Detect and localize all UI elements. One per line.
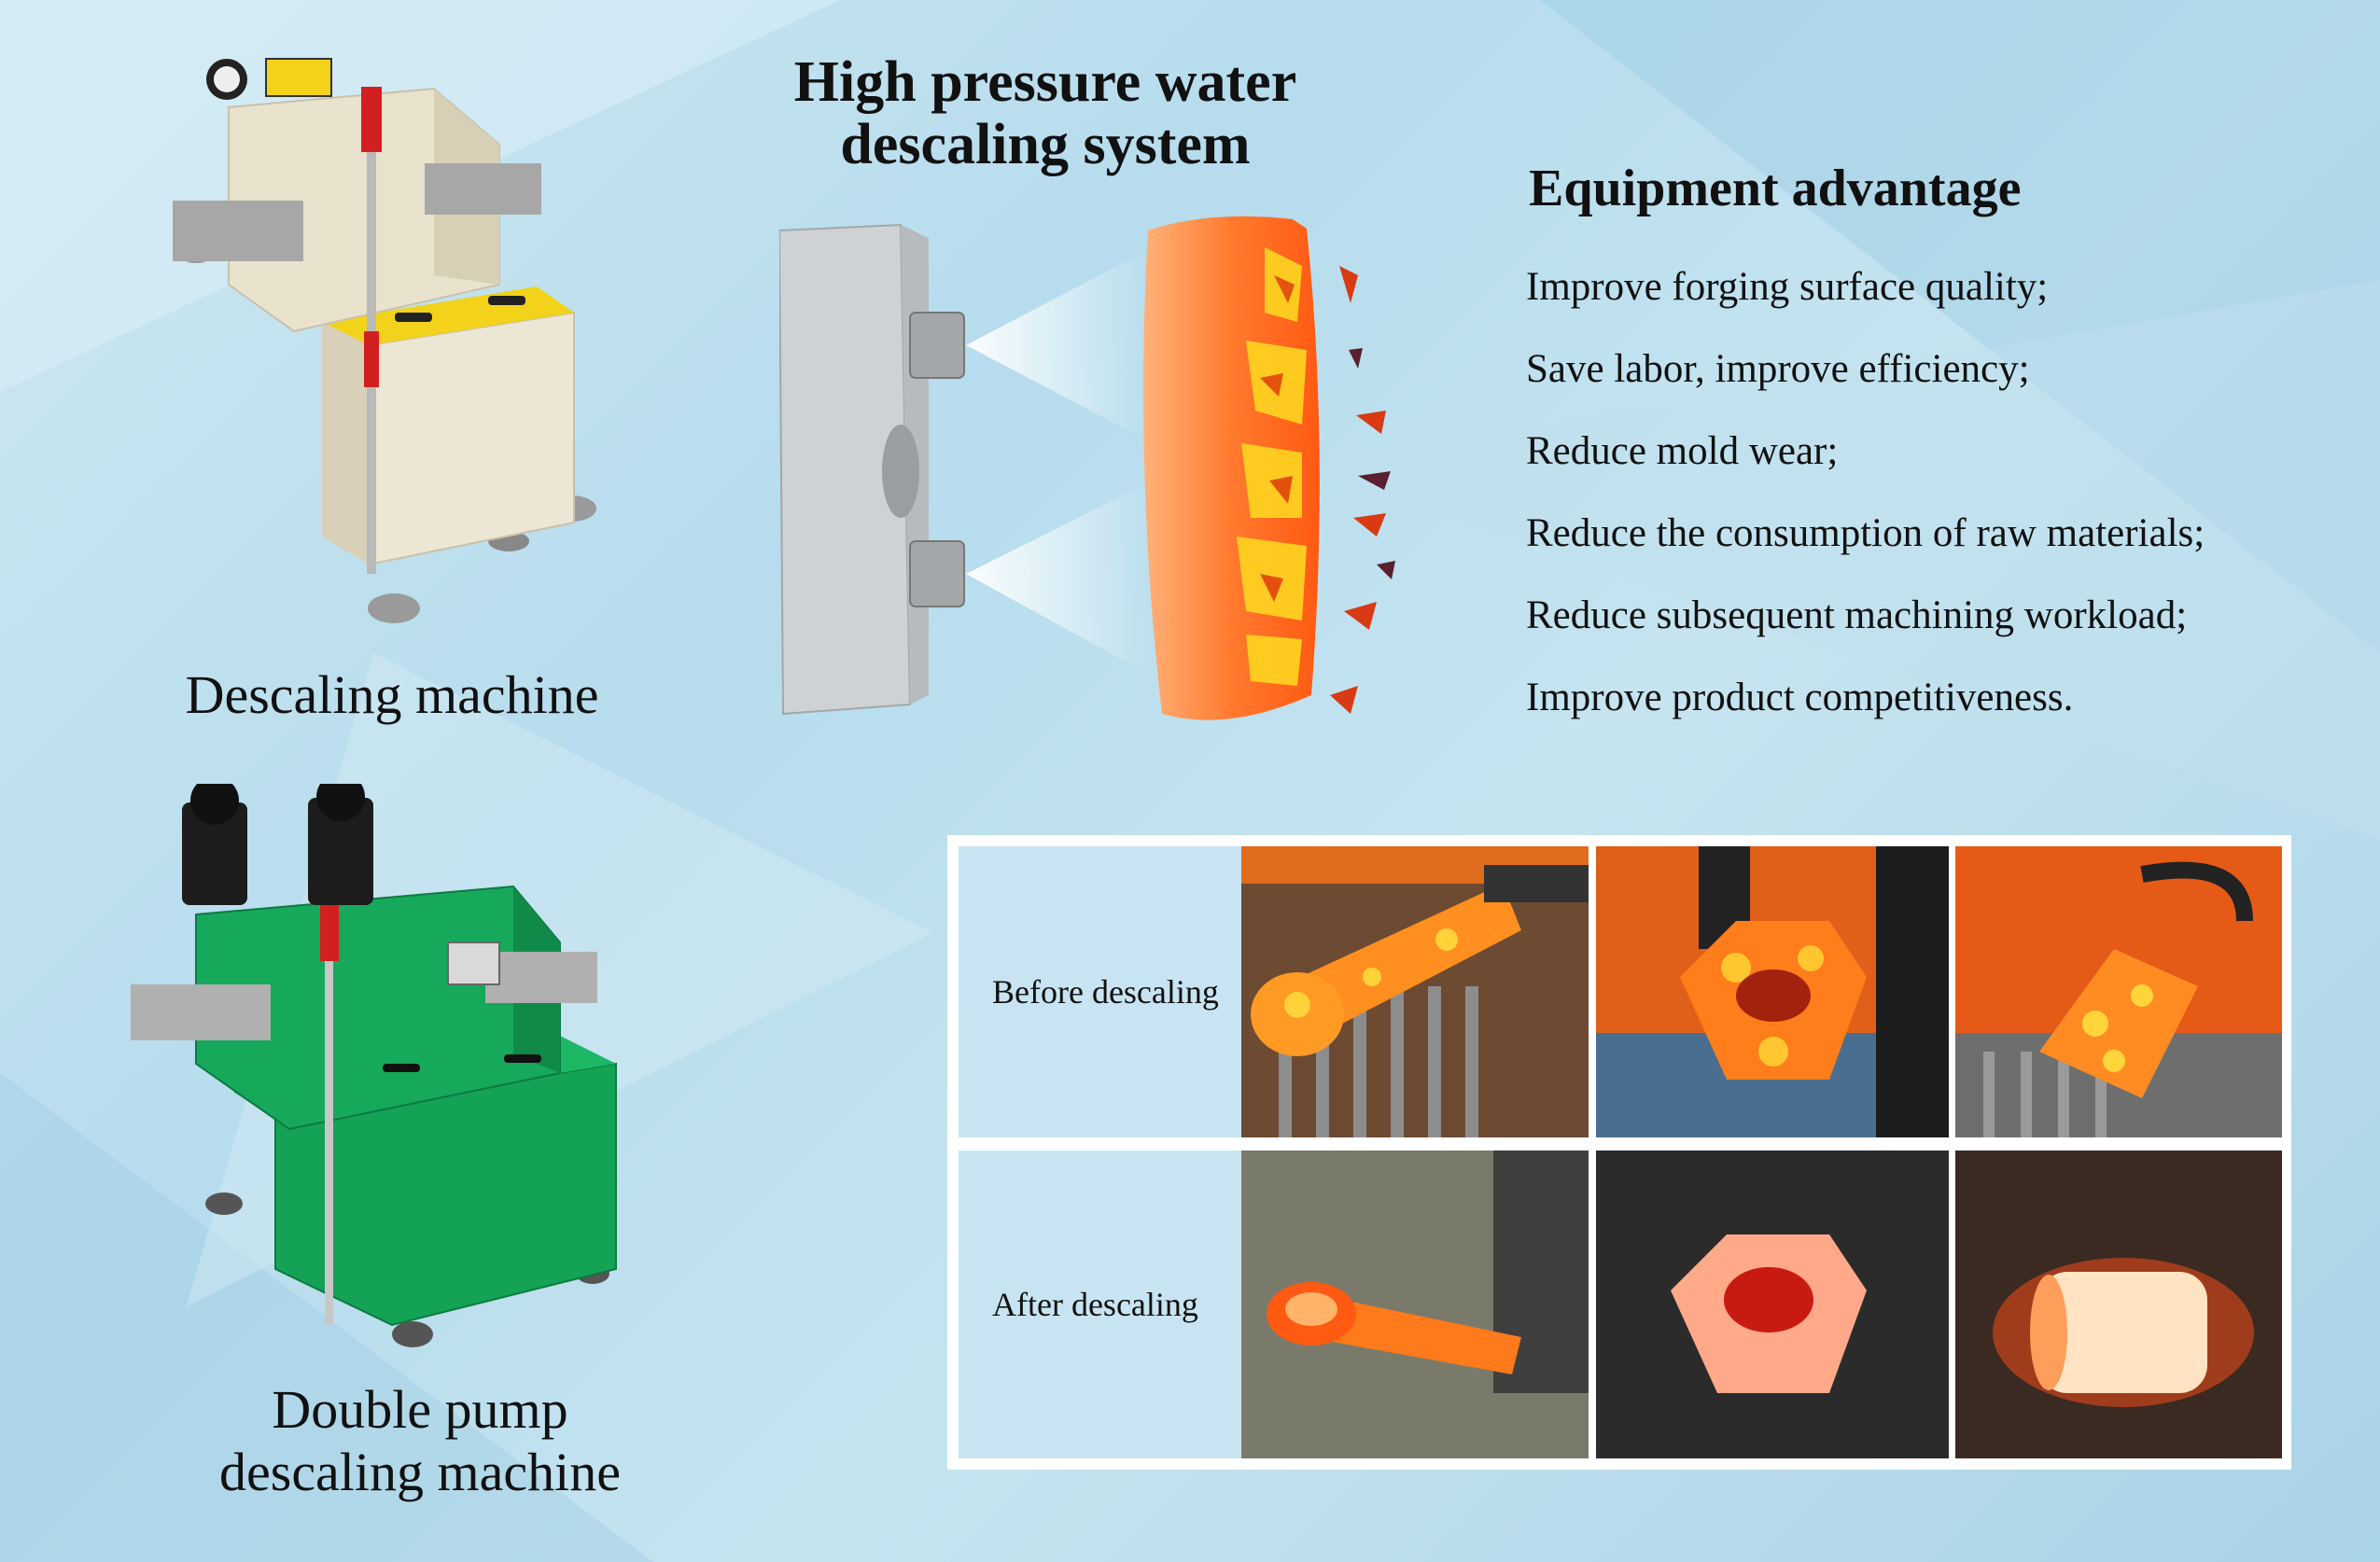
double-pump-caption-line2: descaling machine bbox=[219, 1442, 621, 1502]
advantage-item: Improve product competitiveness. bbox=[1526, 676, 2074, 719]
descaling-machine-photo bbox=[154, 51, 602, 639]
advantage-list: Improve forging surface quality; Save la… bbox=[1526, 246, 2205, 739]
after-photo-hex-nut bbox=[1596, 1151, 1949, 1458]
descaling-system-illustration bbox=[779, 210, 1451, 751]
after-descaling-label: After descaling bbox=[992, 1286, 1198, 1323]
advantage-title: Equipment advantage bbox=[1529, 160, 2022, 217]
after-label-cell: After descaling bbox=[959, 1151, 1243, 1458]
system-title-line2: descaling system bbox=[840, 113, 1251, 176]
after-photo-cylinder bbox=[1955, 1151, 2282, 1458]
before-label-cell: Before descaling bbox=[959, 846, 1243, 1137]
after-photo-bar bbox=[1241, 1151, 1589, 1458]
before-photo-cylinder bbox=[1955, 846, 2282, 1137]
advantage-item: Reduce subsequent machining workload; bbox=[1526, 593, 2188, 637]
before-descaling-label: Before descaling bbox=[992, 973, 1219, 1011]
double-pump-caption-line1: Double pump bbox=[272, 1379, 568, 1440]
advantage-item: Reduce mold wear; bbox=[1526, 429, 1839, 473]
comparison-grid: Before descaling After descaling bbox=[947, 835, 2291, 1470]
before-photo-hex-nut bbox=[1596, 846, 1949, 1137]
advantage-item: Save labor, improve efficiency; bbox=[1526, 347, 2030, 391]
advantage-item: Improve forging surface quality; bbox=[1526, 265, 2049, 309]
before-photo-bar bbox=[1241, 846, 1589, 1137]
double-pump-machine-photo bbox=[112, 784, 625, 1362]
system-title-line1: High pressure water bbox=[793, 50, 1297, 114]
descaling-machine-caption: Descaling machine bbox=[185, 664, 599, 725]
advantage-item: Reduce the consumption of raw materials; bbox=[1526, 511, 2205, 555]
